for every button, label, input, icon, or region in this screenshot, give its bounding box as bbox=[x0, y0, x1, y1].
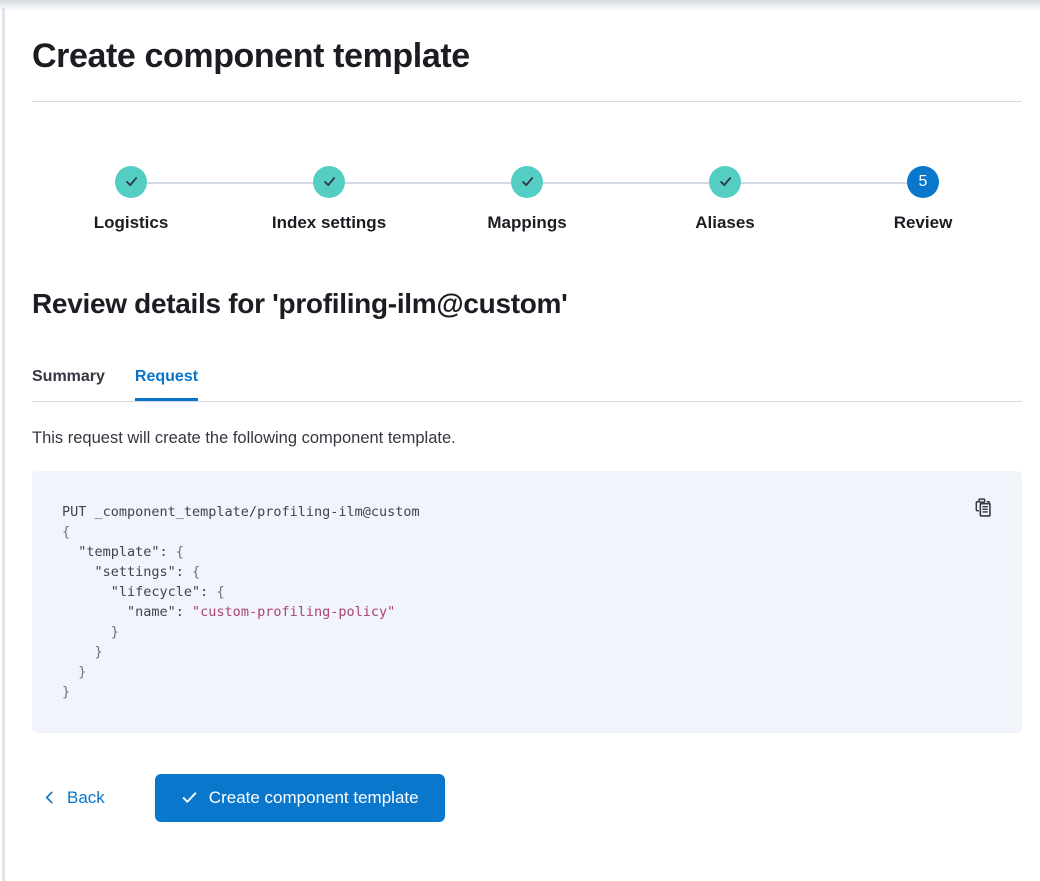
tab-summary[interactable]: Summary bbox=[32, 368, 105, 401]
check-icon bbox=[709, 165, 741, 198]
step-label: Aliases bbox=[695, 212, 755, 232]
window-chrome-top bbox=[0, 0, 1040, 11]
window-chrome-left bbox=[2, 8, 5, 881]
page-title: Create component template bbox=[32, 37, 470, 75]
step-index-settings[interactable]: Index settings bbox=[230, 165, 428, 233]
create-button-label: Create component template bbox=[208, 787, 419, 807]
tab-request[interactable]: Request bbox=[135, 368, 198, 401]
header-divider bbox=[32, 100, 1022, 102]
step-logistics[interactable]: Logistics bbox=[32, 165, 230, 233]
clipboard-icon bbox=[973, 497, 994, 518]
chevron-left-icon bbox=[42, 790, 57, 805]
request-description: This request will create the following c… bbox=[32, 428, 456, 447]
step-number: 5 bbox=[907, 165, 939, 198]
request-code-block: PUT _component_template/profiling-ilm@cu… bbox=[32, 470, 1022, 733]
step-aliases[interactable]: Aliases bbox=[626, 165, 824, 233]
step-label: Mappings bbox=[487, 212, 567, 232]
back-button-label: Back bbox=[67, 787, 105, 807]
check-icon bbox=[181, 789, 198, 806]
create-component-template-page: Create component template Logistics Index… bbox=[0, 36, 1040, 822]
copy-button[interactable] bbox=[971, 495, 996, 523]
step-label: Index settings bbox=[271, 212, 387, 232]
step-mappings[interactable]: Mappings bbox=[428, 165, 626, 233]
step-label: Logistics bbox=[93, 212, 169, 232]
check-icon bbox=[511, 165, 543, 198]
create-component-template-button[interactable]: Create component template bbox=[154, 773, 445, 822]
request-code: PUT _component_template/profiling-ilm@cu… bbox=[62, 503, 420, 700]
review-heading: Review details for 'profiling-ilm@custom… bbox=[32, 287, 568, 319]
step-label: Review bbox=[893, 212, 953, 232]
back-button[interactable]: Back bbox=[32, 780, 115, 816]
tabs: Summary Request bbox=[32, 368, 1022, 402]
footer-actions: Back Create component template bbox=[32, 773, 1022, 822]
check-icon bbox=[313, 165, 345, 198]
check-icon bbox=[115, 165, 147, 198]
